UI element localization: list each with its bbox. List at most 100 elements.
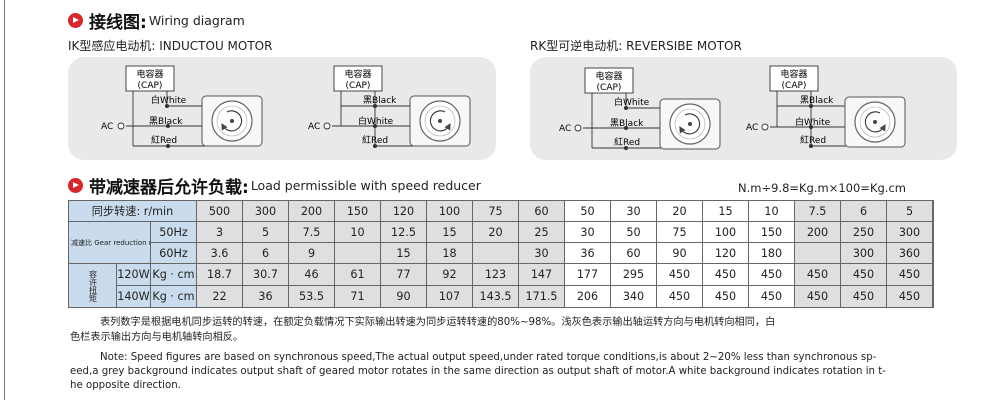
torque-cell: 450 — [702, 263, 749, 286]
ratio-cell: 10 — [334, 221, 381, 243]
load-title-en: Load permissible with speed reducer — [250, 178, 481, 193]
rk-motor-label: RK型可逆电动机: REVERSIBE MOTOR — [530, 39, 742, 53]
unit-cell: Kg · cm — [150, 263, 197, 286]
torque-cell: 450 — [932, 285, 934, 308]
torque-cell: 36 — [242, 285, 289, 308]
rk1-red: 紅Red — [614, 137, 640, 148]
torque-cell: 450 — [840, 263, 887, 286]
note-en-line1: Note: Speed figures are based on synchro… — [100, 352, 877, 363]
torque-label: 容许扭矩 — [68, 263, 117, 308]
speed-cell: 500 — [196, 200, 243, 222]
ik-motor-2-icon — [409, 95, 471, 147]
sync-speed-label: 同步转速: r/min — [68, 200, 197, 222]
ratio-cell: 90 — [656, 242, 703, 264]
ratio-cell: 100 — [702, 221, 749, 243]
speed-cell: 50 — [564, 200, 611, 222]
ratio-cell: 300 — [840, 242, 887, 264]
torque-cell: 450 — [932, 263, 934, 286]
torque-cell: 18.7 — [196, 263, 243, 286]
rk1-ac: AC — [559, 124, 571, 134]
play-bullet-icon — [68, 13, 83, 28]
note-en-line3: he opposite direction. — [70, 380, 181, 391]
unit-formula: N.m÷9.8=Kg.m×100=Kg.cm — [738, 181, 906, 195]
freq-cell: 50Hz — [150, 221, 197, 243]
speed-cell: 200 — [288, 200, 335, 222]
ratio-cell: 360 — [886, 242, 933, 264]
ratio-cell: 30 — [564, 221, 611, 243]
ratio-cell: 150 — [748, 221, 795, 243]
ik2-red: 紅Red — [362, 135, 388, 146]
ik1-black: 黑Black — [149, 116, 183, 127]
torque-cell: 450 — [656, 263, 703, 286]
ratio-cell: 5 — [242, 221, 289, 243]
rk2-black: 黑Black — [800, 95, 834, 106]
ratio-cell: 18 — [426, 242, 473, 264]
torque-cell: 340 — [610, 285, 657, 308]
ratio-cell — [334, 242, 381, 264]
torque-cell: 53.5 — [288, 285, 335, 308]
ratio-cell: 180 — [748, 242, 795, 264]
torque-cell: 143.5 — [472, 285, 519, 308]
speed-cell: 100 — [426, 200, 473, 222]
ratio-cell: 500 — [932, 221, 934, 243]
rk2-cap-cn: 电容器 — [780, 68, 807, 80]
ik1-cap-en: (CAP) — [138, 81, 163, 91]
ratio-cell: 50 — [610, 221, 657, 243]
rk1-cap-en: (CAP) — [597, 83, 622, 93]
torque-cell: 295 — [610, 263, 657, 286]
speed-cell: 30 — [610, 200, 657, 222]
torque-cell: 450 — [840, 285, 887, 308]
ratio-cell: 20 — [472, 221, 519, 243]
page-left-border — [4, 0, 5, 400]
torque-cell: 46 — [288, 263, 335, 286]
torque-cell: 450 — [656, 285, 703, 308]
wiring-section-title: 接线图: Wiring diagram — [68, 8, 245, 33]
ratio-cell — [794, 242, 841, 264]
speed-cell: 10 — [748, 200, 795, 222]
rk-motor-1-icon — [659, 98, 721, 150]
freq-cell: 60Hz — [150, 242, 197, 264]
speed-cell: 20 — [656, 200, 703, 222]
ik2-white: 白White — [358, 115, 394, 127]
ratio-cell: 15 — [380, 242, 427, 264]
torque-cell: 450 — [702, 285, 749, 308]
torque-cell: 107 — [426, 285, 473, 308]
ratio-cell: 600 — [932, 242, 934, 264]
rk-diagram-1 — [574, 67, 666, 151]
rk2-ac: AC — [746, 123, 758, 133]
torque-cell: 61 — [334, 263, 381, 286]
ratio-row: 减速比 Gear reduction ratio50Hz357.51012.51… — [68, 221, 934, 264]
ratio-cell: 9 — [288, 242, 335, 264]
rk2-red: 紅Red — [800, 135, 826, 146]
ratio-label: 减速比 Gear reduction ratio — [68, 221, 151, 264]
torque-cell: 92 — [426, 263, 473, 286]
ratio-cell: 15 — [426, 221, 473, 243]
ik1-ac: AC — [101, 122, 113, 132]
speed-cell: 6 — [840, 200, 887, 222]
ratio-cell: 300 — [886, 221, 933, 243]
ratio-cell: 120 — [702, 242, 749, 264]
ratio-cell: 6 — [242, 242, 289, 264]
torque-cell: 77 — [380, 263, 427, 286]
wiring-title-cn: 接线图: — [89, 13, 147, 33]
ik-motor-1-icon — [201, 95, 263, 147]
unit-cell: Kg · cm — [150, 285, 197, 308]
speed-cell: 75 — [472, 200, 519, 222]
ratio-cell: 75 — [656, 221, 703, 243]
rk1-cap-cn: 电容器 — [595, 70, 622, 82]
ratio-cell: 36 — [564, 242, 611, 264]
note-cn-line2: 色栏表示输出方向与电机轴转向相反。 — [70, 332, 244, 343]
note-en-line2: eed,a grey background indicates output s… — [70, 366, 886, 377]
torque-cell: 177 — [564, 263, 611, 286]
speed-cell: 60 — [518, 200, 565, 222]
torque-cell: 450 — [886, 285, 933, 308]
ik-diagram-2 — [323, 65, 418, 149]
ik-diagram-1 — [117, 65, 210, 149]
ik2-cap-cn: 电容器 — [344, 68, 371, 80]
rk1-black: 黑Black — [610, 118, 644, 129]
load-section-title: 带减速器后允许负载: Load permissible with speed r… — [68, 173, 481, 198]
